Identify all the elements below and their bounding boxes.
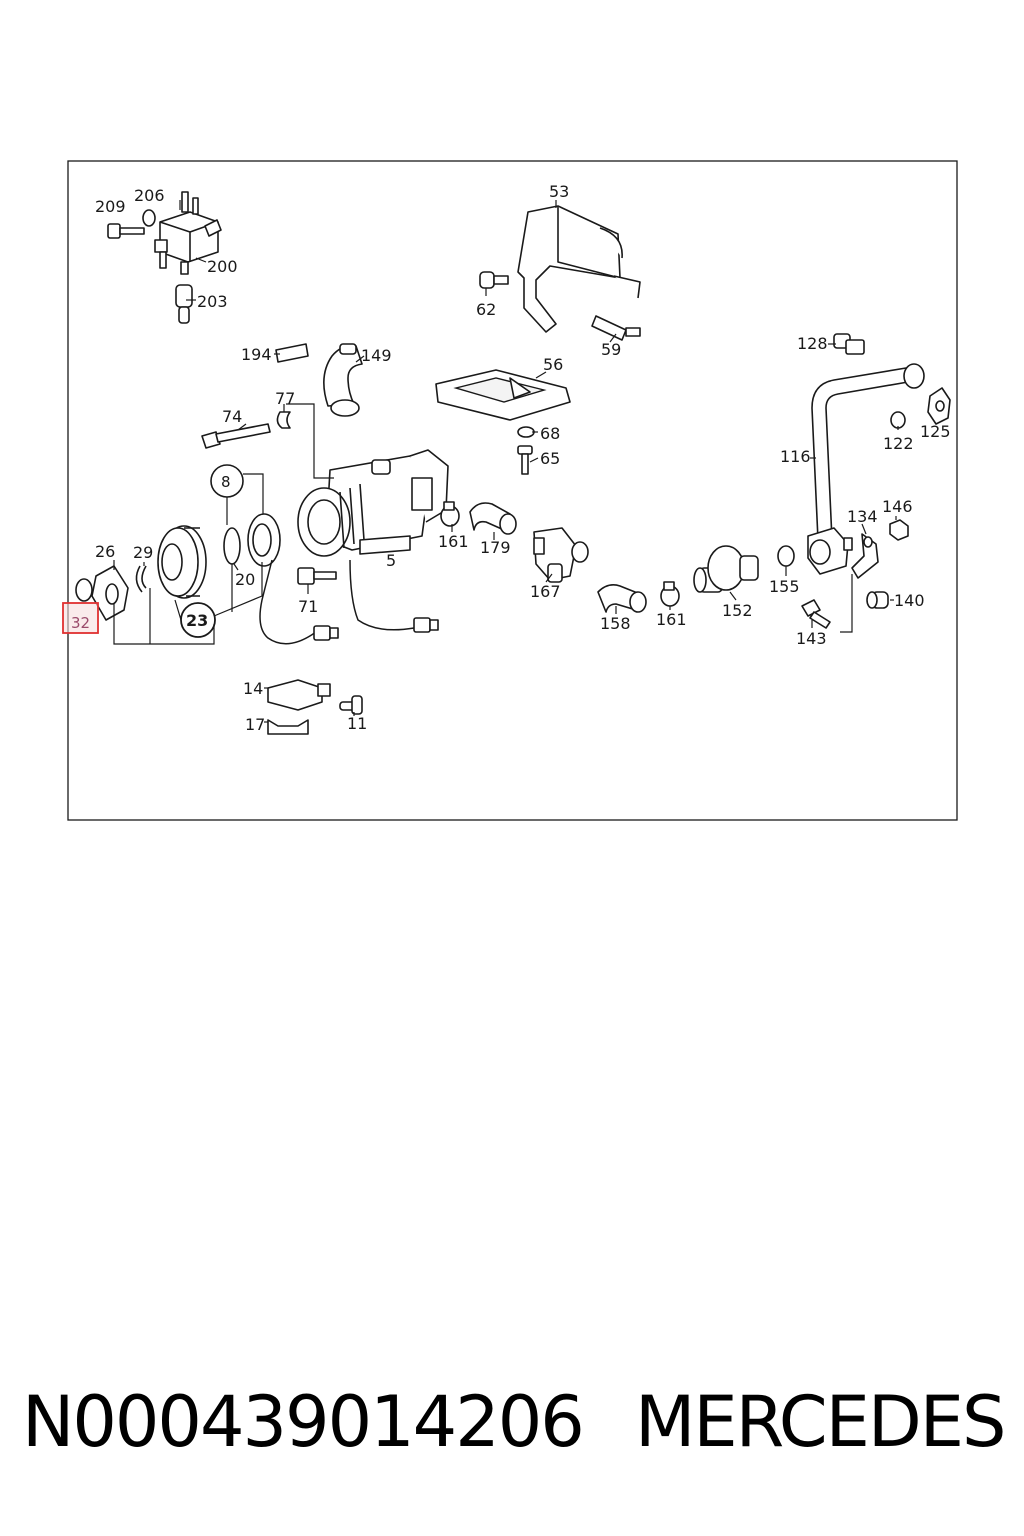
part-nut-146 <box>889 519 909 541</box>
callout-29: 29 <box>133 543 153 562</box>
callout-134: 134 <box>847 507 878 526</box>
part-snap-ring-29 <box>135 565 147 593</box>
part-info-footer: N000439014206 MERCEDES <box>0 1380 1024 1470</box>
part-hose-149 <box>323 343 363 417</box>
callout-152: 152 <box>722 601 753 620</box>
part-sleeve-140 <box>866 591 889 609</box>
callout-8: 8 <box>221 473 231 491</box>
part-gasket-125 <box>927 387 951 425</box>
callout-122: 122 <box>883 434 914 453</box>
callout-62: 62 <box>476 300 496 319</box>
callout-128: 128 <box>797 334 828 353</box>
callout-labels: 209 206 200 203 53 62 59 194 149 56 77 7… <box>71 182 951 734</box>
callout-140: 140 <box>894 591 925 610</box>
callout-203: 203 <box>197 292 228 311</box>
part-screw-59 <box>591 315 641 341</box>
part-hose-179 <box>469 502 517 535</box>
callout-74: 74 <box>222 407 242 426</box>
part-bracket-53 <box>517 205 641 333</box>
leader-lines <box>113 200 899 723</box>
part-tab-194 <box>275 343 309 363</box>
part-seal-155 <box>777 545 795 567</box>
callout-194: 194 <box>241 345 272 364</box>
part-valve-167 <box>533 527 589 583</box>
callout-56: 56 <box>543 355 563 374</box>
callout-209: 209 <box>95 197 126 216</box>
part-cover-56 <box>435 369 571 421</box>
callout-146: 146 <box>882 497 913 516</box>
part-vacuum-valve <box>154 191 222 275</box>
part-number: N000439014206 <box>22 1381 585 1463</box>
part-pin-11 <box>339 695 363 715</box>
brand-name: MERCEDES <box>635 1381 1006 1463</box>
part-ring-20 <box>223 527 241 565</box>
callout-161-right: 161 <box>656 610 687 629</box>
callout-206: 206 <box>134 186 165 205</box>
part-bolt-143 <box>801 599 831 629</box>
part-hose-158 <box>597 584 647 613</box>
callout-143: 143 <box>796 629 827 648</box>
connector-coil <box>313 625 339 641</box>
part-washer-206 <box>142 209 156 227</box>
callout-65: 65 <box>540 449 560 468</box>
callout-200: 200 <box>207 257 238 276</box>
callout-17: 17 <box>245 715 265 734</box>
callout-167: 167 <box>530 582 561 601</box>
callout-53: 53 <box>549 182 569 201</box>
part-screw-62 <box>479 271 509 289</box>
callout-179: 179 <box>480 538 511 557</box>
highlight-box <box>62 602 99 634</box>
callout-14: 14 <box>243 679 263 698</box>
part-bolt-65 <box>517 445 533 475</box>
callout-116: 116 <box>780 447 811 466</box>
callout-149: 149 <box>361 346 392 365</box>
callout-68: 68 <box>540 424 560 443</box>
part-pulley <box>157 525 207 599</box>
callout-5: 5 <box>386 551 396 570</box>
part-bracket-134 <box>851 533 879 579</box>
callout-161-left: 161 <box>438 532 469 551</box>
part-valve-152 <box>693 545 759 593</box>
callout-26: 26 <box>95 542 115 561</box>
part-holder-14 <box>267 679 331 711</box>
callout-71: 71 <box>298 597 318 616</box>
part-bolt-71 <box>297 567 337 585</box>
part-washer-32 <box>75 578 93 602</box>
callout-77: 77 <box>275 389 295 408</box>
callout-32: 32 <box>71 614 90 632</box>
part-bolt-74 <box>201 423 271 449</box>
part-pipe-116 <box>807 363 925 575</box>
part-clip-17 <box>267 719 309 735</box>
part-fitting-203 <box>175 284 193 324</box>
coil-wire <box>259 559 317 645</box>
part-screw-209 <box>107 223 145 239</box>
callout-158: 158 <box>600 614 631 633</box>
compressor-wire <box>349 559 415 631</box>
callout-20: 20 <box>235 570 255 589</box>
part-clip-77 <box>276 411 291 429</box>
callout-125: 125 <box>920 422 951 441</box>
callout-59: 59 <box>601 340 621 359</box>
part-compressor-5 <box>297 449 449 557</box>
connector-compressor <box>413 617 439 633</box>
part-seal-122 <box>890 411 906 429</box>
callout-11: 11 <box>347 714 367 733</box>
callout-155: 155 <box>769 577 800 596</box>
part-bolt-128 <box>833 333 865 355</box>
part-coil-8 <box>247 513 281 567</box>
part-armature-26 <box>91 565 129 621</box>
part-washer-68 <box>517 426 535 438</box>
part-clamp-161a <box>440 501 460 527</box>
callout-23: 23 <box>186 611 208 630</box>
